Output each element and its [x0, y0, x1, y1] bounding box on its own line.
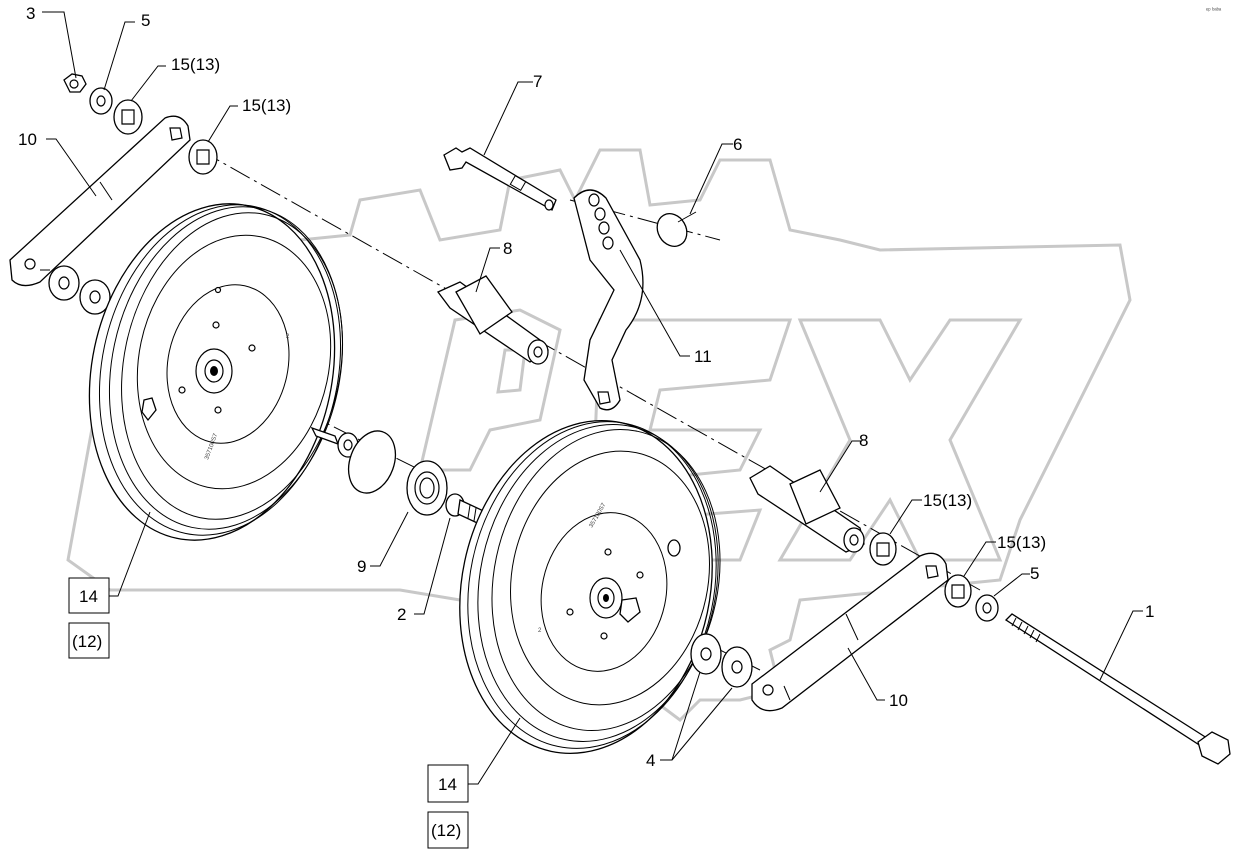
callout-8-top: 8 [503, 239, 512, 258]
seal-ring-part-9 [406, 460, 448, 516]
wheel-part-14-right: 2 357100S7 [459, 420, 721, 754]
callout-12-left: (12) [72, 632, 102, 651]
washer-part-4-b [721, 646, 753, 688]
callout-9: 9 [357, 557, 366, 576]
washer-part-5-bottom [975, 594, 999, 622]
link-arm-part-10-top [9, 115, 191, 287]
lynch-pin-part-6 [656, 211, 697, 247]
wheel-hub-number-right: 2 [538, 628, 542, 634]
square-bushing-bottom-1 [869, 532, 897, 566]
callout-14-left: 14 [79, 587, 98, 606]
callout-3: 3 [26, 4, 35, 23]
callout-4: 4 [646, 751, 655, 770]
callout-7: 7 [533, 72, 542, 91]
callout-15-top-1: 15(13) [171, 55, 220, 74]
axle-shaft-part-8-bottom [749, 465, 865, 553]
callout-5-bottom: 5 [1030, 564, 1039, 583]
callout-10-bottom: 10 [889, 691, 908, 710]
callout-5-top: 5 [141, 11, 150, 30]
wheel-hub-number-left: 2 [286, 334, 290, 340]
cap-disc [347, 430, 397, 494]
callout-12-right: (12) [431, 821, 461, 840]
nut-part-3 [63, 73, 87, 93]
long-bolt-part-1 [1004, 613, 1231, 765]
callout-10-top: 10 [18, 130, 37, 149]
callout-2: 2 [397, 605, 406, 624]
link-arm-part-10-bottom [751, 552, 949, 712]
callouts: 3 5 15(13) 15(13) 10 7 6 8 11 8 15(13) 1… [18, 4, 1154, 770]
wheel-part-14-left: 2 357100S7 [88, 203, 344, 541]
square-bushing-bottom-2 [944, 574, 972, 608]
leader-lines [42, 11, 1143, 785]
callout-14-right: 14 [438, 775, 457, 794]
square-bushing-top-2 [188, 139, 218, 175]
callout-15-bottom-1: 15(13) [923, 491, 972, 510]
washer-left-2 [79, 279, 111, 315]
axle-shaft-part-8-top [436, 275, 549, 365]
square-bushing-top-1 [113, 99, 143, 135]
callout-15-top-2: 15(13) [242, 96, 291, 115]
callout-15-bottom-2: 15(13) [997, 533, 1046, 552]
callout-1: 1 [1145, 602, 1154, 621]
pin-part-7 [443, 147, 557, 211]
callout-8-bottom: 8 [859, 431, 868, 450]
callout-6: 6 [733, 135, 742, 154]
callout-11: 11 [694, 347, 712, 366]
bracket-part-11 [573, 189, 644, 411]
boxed-callouts: 14 (12) 14 (12) [68, 577, 469, 849]
washer-left-1 [48, 265, 80, 301]
washer-part-5-top [89, 87, 113, 115]
washer-part-4-a [690, 633, 722, 675]
corner-mark: ᵉᵖ ᵇᵃᵇᵃ [1206, 7, 1222, 14]
